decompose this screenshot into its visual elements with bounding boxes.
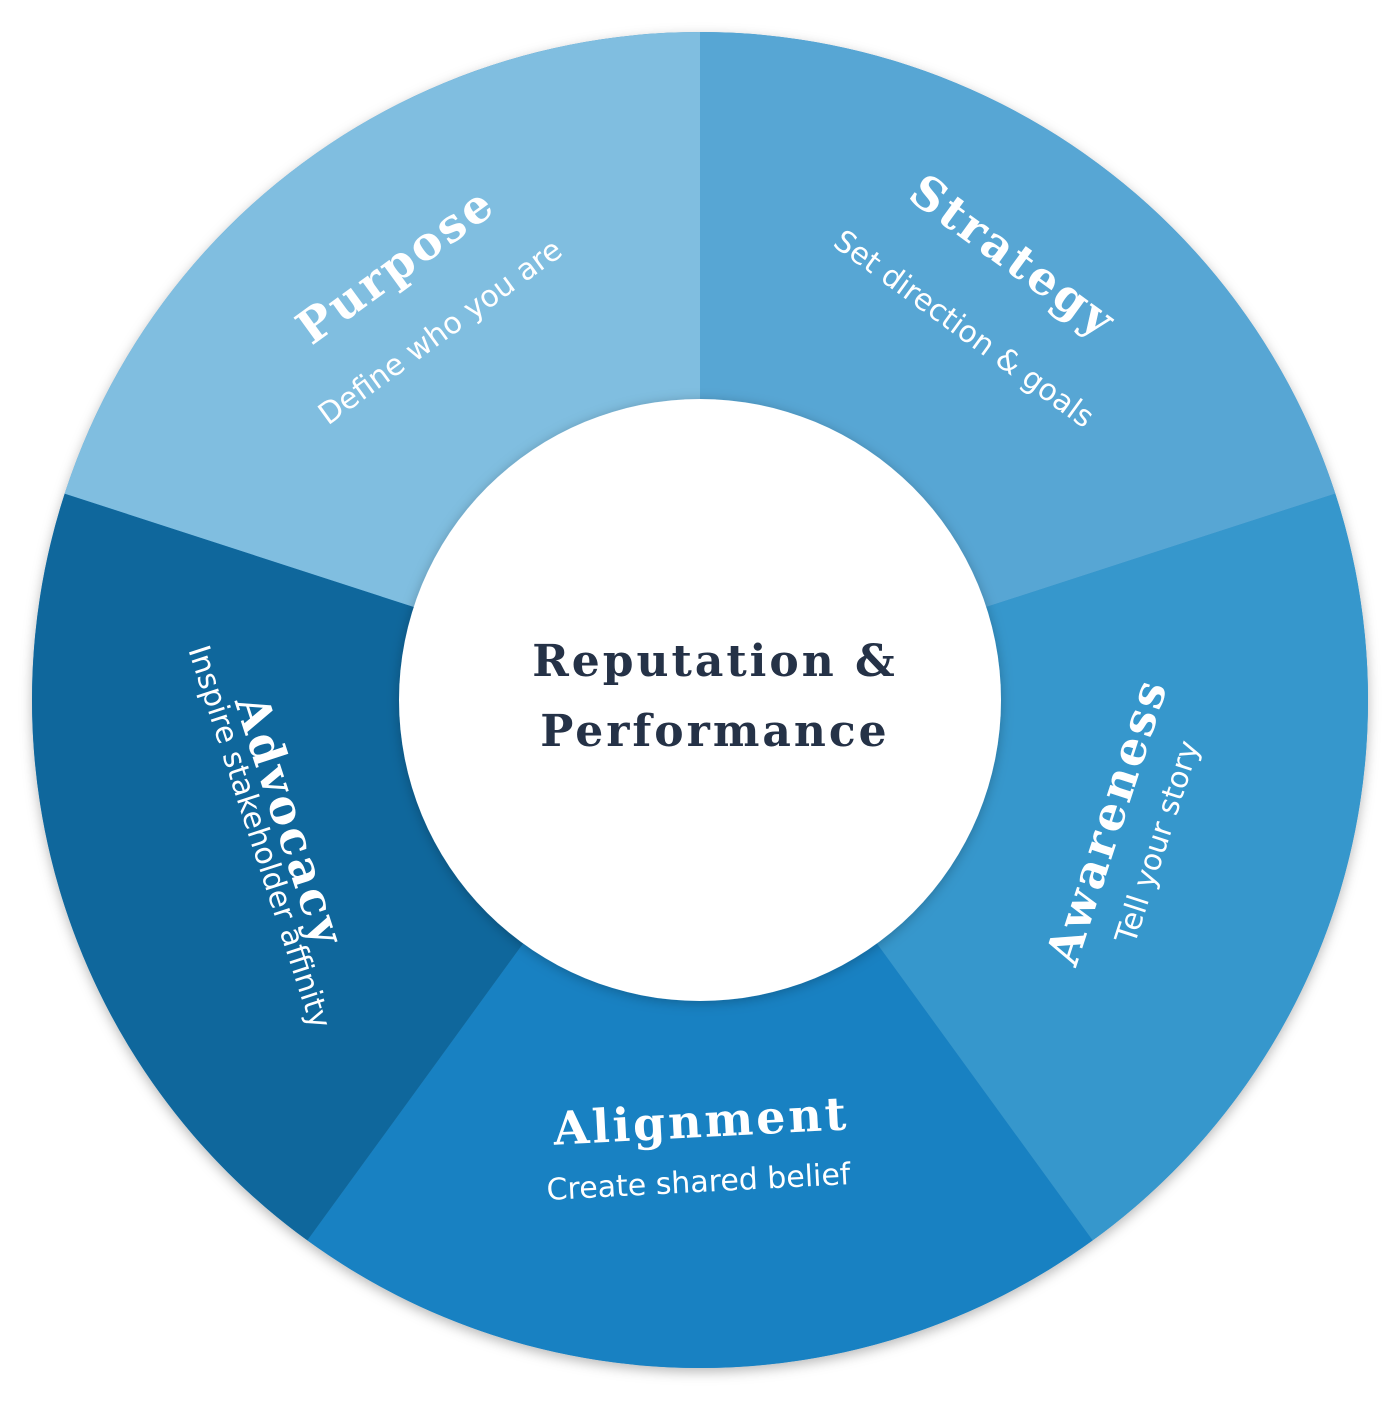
- segment-awareness: [876, 493, 1369, 1241]
- segment-strategy: [700, 32, 1336, 608]
- center-title-line-2: Performance: [540, 706, 889, 757]
- segment-purpose: [64, 32, 701, 608]
- center-circle: [399, 399, 1001, 1001]
- segment-alignment: [307, 942, 1093, 1368]
- segment-advocacy: [31, 493, 524, 1241]
- center-title-line-1: Reputation &: [532, 636, 898, 687]
